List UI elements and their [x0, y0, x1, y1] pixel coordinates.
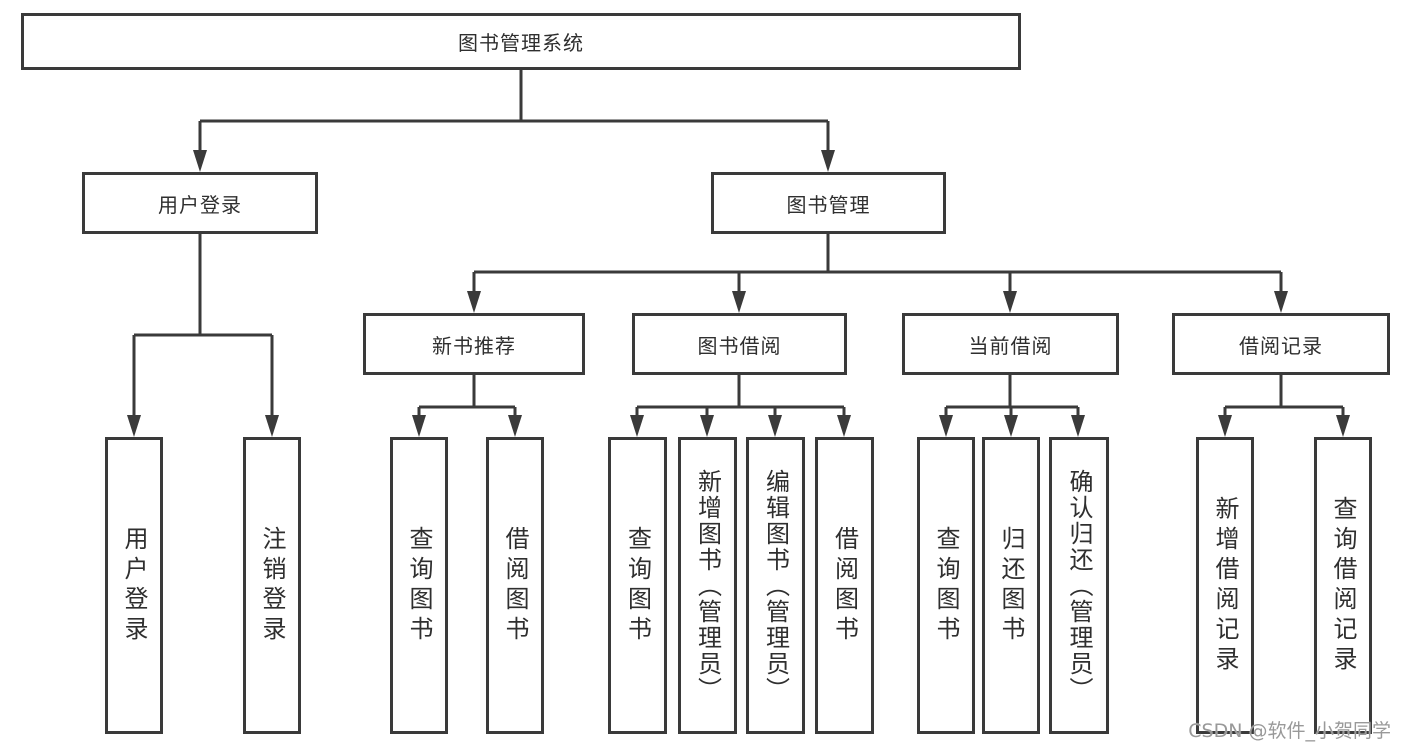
node-book-borrow-label: 图书借阅 — [697, 333, 782, 358]
node-root: 图书管理系统 — [21, 13, 1021, 70]
leaf-query-books-borrow: 查询图书 — [608, 437, 667, 734]
leaf-edit-books-admin: 编辑图书（管理员） — [746, 437, 805, 734]
leaf-return-books: 归还图书 — [982, 437, 1040, 734]
leaf-borrow-books: 借阅图书 — [815, 437, 874, 734]
node-book-management-label: 图书管理 — [786, 192, 871, 217]
leaf-user-login: 用户登录 — [105, 437, 163, 734]
node-current-borrow: 当前借阅 — [902, 313, 1119, 375]
leaf-query-books-current: 查询图书 — [917, 437, 975, 734]
node-user-login: 用户登录 — [82, 172, 318, 234]
node-new-book-recommend-label: 新书推荐 — [432, 333, 516, 358]
leaf-add-books-admin: 新增图书（管理员） — [678, 437, 737, 734]
node-borrow-records-label: 借阅记录 — [1239, 333, 1323, 358]
node-current-borrow-label: 当前借阅 — [968, 333, 1053, 358]
node-root-label: 图书管理系统 — [458, 31, 584, 55]
node-user-login-label: 用户登录 — [158, 192, 242, 217]
csdn-watermark: CSDN @软件_小贺同学 — [1188, 720, 1391, 742]
arrowheads — [127, 150, 1350, 437]
node-borrow-records: 借阅记录 — [1172, 313, 1390, 375]
node-book-management: 图书管理 — [711, 172, 946, 234]
node-new-book-recommend: 新书推荐 — [363, 313, 585, 375]
leaf-borrow-books-recommend: 借阅图书 — [486, 437, 544, 734]
leaf-query-books-recommend: 查询图书 — [390, 437, 448, 734]
node-book-borrow: 图书借阅 — [632, 313, 847, 375]
leaf-query-borrow-record: 查询借阅记录 — [1314, 437, 1372, 734]
leaf-add-borrow-record: 新增借阅记录 — [1196, 437, 1254, 734]
leaf-confirm-return-admin: 确认归还（管理员） — [1049, 437, 1109, 734]
leaf-logout-login: 注销登录 — [243, 437, 301, 734]
